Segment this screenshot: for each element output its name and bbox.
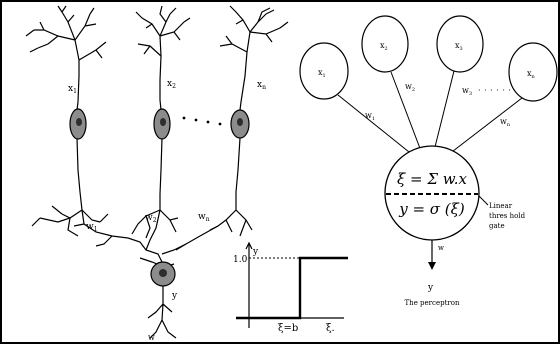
input-label-1: x1: [318, 68, 326, 79]
synapse-branches: [31, 205, 253, 263]
summation-equation: ξ = Σ w.x: [397, 170, 468, 188]
input-node-1: [299, 42, 349, 100]
label-wn: wn: [198, 212, 210, 223]
edge-2: [390, 71, 422, 152]
edge-n: [443, 97, 523, 159]
biological-neurons: [25, 5, 289, 339]
input-node-3: [436, 15, 484, 73]
gate-annotation-line: [478, 195, 489, 206]
nucleus-output: [159, 269, 167, 277]
nucleus-2: [160, 118, 166, 126]
neuron-labels: x1 x2 xn w1 w2 wn y w: [68, 79, 266, 342]
weight-label-1: w1: [365, 111, 375, 122]
nucleus-3: [237, 118, 243, 126]
label-xn: xn: [257, 80, 266, 91]
gate-annotation-line3: gate: [489, 222, 505, 230]
weight-label-3: w3: [462, 86, 472, 97]
neuron-ellipsis: [182, 116, 222, 126]
step-y-label: y: [252, 247, 259, 257]
input-label-n: xn: [527, 69, 536, 80]
neuron-somas: [69, 108, 250, 287]
nucleus-1: [76, 118, 82, 126]
dendrite-tree-1: [25, 5, 107, 61]
step-x-mark: ξ=b: [278, 323, 298, 334]
input-label-2: x2: [380, 41, 388, 52]
output-y-label: y: [427, 283, 434, 293]
perceptron-model: x1 x2 x3 xn w1 w2 w3 · · · · · · wn ξ = …: [299, 15, 558, 307]
gate-annotation-line2: thres hold: [489, 212, 526, 220]
edge-1: [337, 94, 415, 157]
weight-label-n: wn: [500, 117, 511, 128]
label-y-output: y: [171, 291, 178, 301]
step-function-plot: [236, 241, 348, 328]
edge-3: [433, 70, 455, 152]
dendrite-tree-2: [135, 5, 191, 57]
label-x2: x2: [167, 79, 176, 90]
step-plot-labels: y 1.0 ξ=b ξ.: [233, 247, 335, 334]
input-label-3: x3: [455, 41, 463, 52]
step-y-tick: 1.0: [233, 255, 248, 265]
dendrite-tree-3: [219, 5, 289, 53]
perceptron-caption: The perceptron: [405, 299, 460, 307]
threshold-gate: [384, 145, 480, 241]
label-w-bottom: w: [148, 333, 155, 342]
label-x1: x1: [68, 84, 77, 95]
weight-ellipsis: · · · · · ·: [478, 86, 511, 95]
step-y-arrow: [245, 241, 253, 250]
label-w2: w2: [145, 213, 157, 224]
gate-annotation-line1: Linear: [489, 202, 513, 210]
output-weight-label: w: [438, 244, 444, 252]
step-x-label: ξ.: [326, 323, 335, 334]
weight-label-2: w2: [405, 82, 415, 93]
activation-equation: y = σ (ξ): [398, 200, 465, 218]
output-arrowhead: [428, 262, 436, 270]
input-node-2: [361, 15, 409, 73]
label-w1: w1: [86, 222, 98, 233]
input-node-n: [508, 42, 558, 102]
step-curve: [236, 256, 348, 320]
